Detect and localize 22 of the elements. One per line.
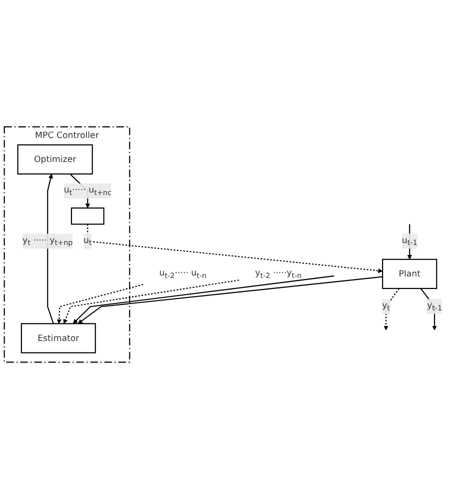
arrow — [72, 275, 334, 324]
edge-label: u$_{t}$····· u$_{t+nc}$ — [64, 183, 112, 199]
arrow — [87, 224, 383, 274]
arrow — [47, 174, 54, 324]
arrow — [407, 224, 412, 260]
signal-label: u$_{t-2}$····· u$_{t-n}$ — [159, 267, 207, 280]
edge-label: y$_{t-1}$ — [426, 299, 442, 314]
arrow — [63, 280, 240, 324]
arrow — [420, 288, 437, 330]
group-title: MPC Controller — [35, 130, 99, 140]
process-box: Plant — [382, 258, 438, 290]
process-box: Estimator — [20, 323, 96, 354]
edge-label: u$_{t}$ — [84, 234, 92, 249]
arrow — [78, 276, 383, 324]
edge-label: y$_{t}$ — [382, 299, 390, 314]
arrow — [384, 288, 400, 330]
edge-label: u$_{t-1}$ — [402, 234, 418, 249]
arrow — [56, 284, 144, 324]
process-box: Optimizer — [17, 144, 93, 175]
block-box — [70, 207, 104, 225]
edge-label: y$_{t}$ ····· y$_{t+np}$ — [22, 234, 73, 249]
signal-label: y$_{t-2}$ ·····y$_{t-n}$ — [255, 267, 302, 280]
